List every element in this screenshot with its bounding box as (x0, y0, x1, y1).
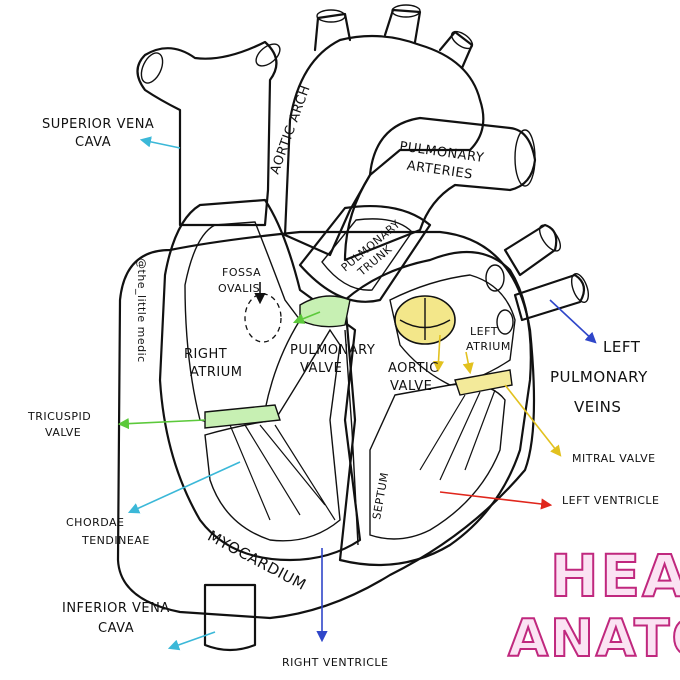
label-right-atrium: RIGHT ATRIUM (184, 347, 242, 380)
left-atrium-chamber (389, 274, 516, 386)
pulmonary-vein-hole-2 (496, 309, 514, 335)
pulmonary-arteries-shape (343, 116, 537, 262)
arrow-aortic-valve (432, 334, 445, 373)
title-anatomy: ANATOMY (508, 609, 680, 669)
pulmonary-trunk-inner (321, 218, 413, 291)
chordae-left (419, 389, 496, 481)
aortic-branch-2 (383, 8, 422, 44)
svc-opening-top (255, 43, 281, 67)
label-pulmonary-valve: PULMONARY VALVE (290, 343, 380, 376)
aortic-branch-3-opening (450, 30, 474, 50)
left-pulmonary-vein-lower (513, 273, 586, 322)
arrow-pulmonary-veins (549, 299, 597, 344)
left-ventricle-chamber (369, 383, 506, 540)
left-pulmonary-vein-upper (503, 223, 558, 277)
aortic-branch-1 (313, 12, 352, 52)
aortic-branch-2-opening (391, 4, 421, 18)
title-heart: HEART (550, 542, 680, 610)
pulmonary-vein-upper-opening (538, 224, 562, 252)
label-pulmonary-arteries: PULMONARY ARTERIES (396, 139, 490, 184)
pulmonary-artery-opening (514, 129, 536, 187)
svc-opening-left (140, 52, 164, 84)
label-left-ventricle: LEFT VENTRICLE (562, 494, 660, 507)
label-left-pulmonary-veins: LEFT PULMONARY VEINS (550, 338, 653, 416)
pulmonary-vein-lower-opening (570, 273, 590, 303)
label-aortic-valve: AORTIC VALVE (388, 361, 443, 394)
arrow-chordae (127, 461, 241, 514)
label-chordae-tendineae: CHORDAE TENDINEAE (66, 516, 150, 547)
tricuspid-valve-shape (204, 404, 281, 429)
septum-shape (344, 329, 359, 546)
arrow-svc (139, 136, 181, 149)
superior-vena-cava-shape (136, 40, 278, 227)
aortic-valve-leaflets (399, 298, 451, 340)
arrow-tricuspid (117, 417, 206, 430)
fossa-ovalis-shape (244, 293, 282, 343)
leader-lines (117, 136, 597, 651)
aortic-branch-3 (438, 30, 474, 70)
label-right-ventricle: RIGHT VENTRICLE (282, 656, 388, 669)
myocardium-right-wall (158, 198, 362, 562)
label-mitral-valve: MITRAL VALVE (572, 452, 656, 465)
arrow-mitral (504, 384, 562, 457)
credit-handle: @the_little medic (135, 258, 148, 363)
label-pulmonary-trunk: PULMONARY TRUNK (339, 215, 415, 285)
label-aortic-arch: AORTIC ARCH (268, 83, 314, 176)
label-left-atrium: LEFT ATRIUM (466, 325, 511, 353)
pulmonary-trunk-shape (298, 205, 432, 303)
label-tricuspid-valve: TRICUSPID VALVE (27, 410, 95, 439)
aortic-branch-1-opening (316, 9, 346, 23)
arrow-ivc (167, 631, 216, 651)
chordae-right (229, 424, 336, 521)
label-superior-vena-cava: SUPERIOR VENA CAVA (42, 117, 159, 150)
myocardium-left-wall (338, 250, 532, 567)
right-atrium-chamber (184, 221, 301, 425)
mitral-valve-shape (454, 369, 513, 396)
label-septum: SEPTUM (370, 471, 391, 520)
pulmonary-valve-shape (299, 295, 351, 328)
inferior-vena-cava-shape (203, 583, 257, 652)
arrow-left-ventricle (439, 491, 553, 510)
arrow-left-atrium (462, 351, 474, 375)
arrow-pulmonary-valve (292, 311, 321, 324)
label-fossa-ovalis: FOSSA OVALIS (218, 266, 265, 295)
heart-outline (116, 230, 536, 620)
pulmonary-vein-hole-1 (485, 264, 505, 292)
aortic-arch-shape (283, 34, 485, 257)
label-inferior-vena-cava: INFERIOR VENA CAVA (62, 601, 174, 636)
